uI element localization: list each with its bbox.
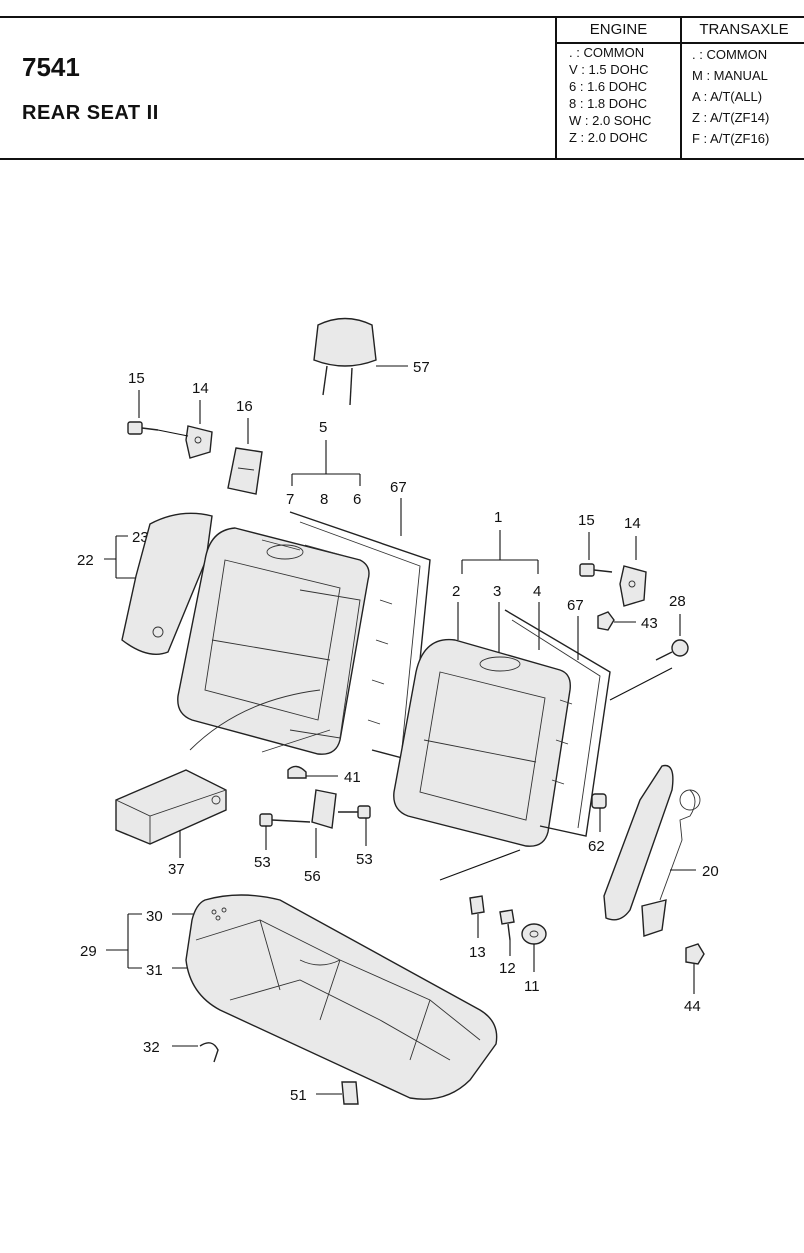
leader-bracket xyxy=(291,440,361,486)
transaxle-legend-row: M : MANUAL xyxy=(692,68,768,83)
pin-part xyxy=(499,909,515,941)
callout-32: 32 xyxy=(143,1039,160,1056)
callout-16: 16 xyxy=(236,398,253,415)
callout-14: 14 xyxy=(624,515,641,532)
callout-28: 28 xyxy=(669,593,686,610)
engine-legend-row: V : 1.5 DOHC xyxy=(569,62,649,77)
callout-13: 13 xyxy=(469,944,486,961)
callout-56: 56 xyxy=(304,868,321,885)
leader-line xyxy=(588,532,637,560)
callout-67: 67 xyxy=(567,597,584,614)
striker-bracket-part xyxy=(311,789,337,829)
callout-4: 4 xyxy=(533,583,541,600)
headrest-part xyxy=(313,317,377,406)
callout-53: 53 xyxy=(356,851,373,868)
bolt-part xyxy=(259,813,311,827)
washer-part xyxy=(521,923,547,945)
engine-legend-row: 8 : 1.8 DOHC xyxy=(569,96,648,111)
callout-29: 29 xyxy=(80,943,97,960)
hinge-bracket-part xyxy=(185,425,213,459)
callout-51: 51 xyxy=(290,1087,307,1104)
right-seatback-frame-part xyxy=(504,609,611,837)
callout-43: 43 xyxy=(641,615,658,632)
engine-legend-row: Z : 2.0 DOHC xyxy=(569,130,648,145)
clip-part xyxy=(287,765,307,779)
header-bottom-rule xyxy=(0,158,804,160)
leader-line xyxy=(157,429,189,437)
callout-3: 3 xyxy=(493,583,501,600)
engine-legend-row: W : 2.0 SOHC xyxy=(569,113,652,128)
side-bolster-part xyxy=(121,512,213,655)
code-legend-table: ENGINE . : COMMON V : 1.5 DOHC 6 : 1.6 D… xyxy=(555,18,804,158)
page-title: REAR SEAT II xyxy=(22,102,159,124)
callout-15: 15 xyxy=(128,370,145,387)
armrest-part xyxy=(115,769,227,845)
callout-11: 11 xyxy=(524,978,540,995)
transaxle-legend-row: A : A/T(ALL) xyxy=(692,89,763,104)
transaxle-legend-row: . : COMMON xyxy=(692,47,768,62)
leader-line xyxy=(439,849,521,881)
leader-line xyxy=(609,667,673,701)
leader-line xyxy=(457,602,540,660)
callout-5: 5 xyxy=(319,419,327,436)
callout-62: 62 xyxy=(588,838,605,855)
left-seatback-part xyxy=(177,527,370,755)
callout-2: 2 xyxy=(452,583,460,600)
leader-bracket xyxy=(461,530,539,574)
callout-41: 41 xyxy=(344,769,361,786)
callout-15: 15 xyxy=(578,512,595,529)
side-trim-belt-part xyxy=(603,764,701,937)
bolt-part xyxy=(338,805,371,819)
engine-legend-row: . : COMMON xyxy=(569,45,645,60)
nut-part xyxy=(597,611,615,631)
cushion-clip-part xyxy=(341,1081,359,1105)
hinge-bracket-part xyxy=(619,565,647,607)
callout-20: 20 xyxy=(702,863,719,880)
engine-legend: ENGINE . : COMMON V : 1.5 DOHC 6 : 1.6 D… xyxy=(557,18,682,158)
callout-12: 12 xyxy=(499,960,516,977)
leader-bracket xyxy=(106,913,142,969)
bolt-part xyxy=(591,793,607,809)
transaxle-legend-title: TRANSAXLE xyxy=(682,18,804,44)
page-code: 7541 xyxy=(22,52,80,82)
bushing-part xyxy=(469,895,485,915)
leader-line xyxy=(477,914,535,972)
callout-22: 22 xyxy=(77,552,94,569)
bolt-part xyxy=(127,421,159,435)
leader-line xyxy=(189,689,321,751)
callout-57: 57 xyxy=(413,359,430,376)
right-seatback-part xyxy=(393,638,571,847)
seat-cushion-part xyxy=(185,894,498,1100)
transaxle-legend: TRANSAXLE . : COMMON M : MANUAL A : A/T(… xyxy=(682,18,804,158)
callout-44: 44 xyxy=(684,998,701,1015)
callout-53: 53 xyxy=(254,854,271,871)
transaxle-legend-row: F : A/T(ZF16) xyxy=(692,131,770,146)
callout-8: 8 xyxy=(320,491,328,508)
bolt-part xyxy=(579,563,613,577)
page-header: 7541 REAR SEAT II ENGINE . : COMMON V : … xyxy=(0,16,804,160)
callout-37: 37 xyxy=(168,861,185,878)
callout-31: 31 xyxy=(146,962,163,979)
callout-6: 6 xyxy=(353,491,361,508)
retainer-wire-part xyxy=(199,1042,219,1063)
callout-67: 67 xyxy=(390,479,407,496)
header-top-rule xyxy=(0,16,804,18)
engine-legend-row: 6 : 1.6 DOHC xyxy=(569,79,648,94)
callout-30: 30 xyxy=(146,908,163,925)
callout-7: 7 xyxy=(286,491,294,508)
leader-bracket xyxy=(104,535,150,579)
leader-line xyxy=(261,729,331,753)
callout-14: 14 xyxy=(192,380,209,397)
trim-cover-tag-part xyxy=(227,447,263,495)
transaxle-legend-row: Z : A/T(ZF14) xyxy=(692,110,770,125)
bolt-part xyxy=(655,639,689,661)
engine-legend-title: ENGINE xyxy=(557,18,680,44)
nut-part xyxy=(685,943,705,965)
callout-1: 1 xyxy=(494,509,502,526)
